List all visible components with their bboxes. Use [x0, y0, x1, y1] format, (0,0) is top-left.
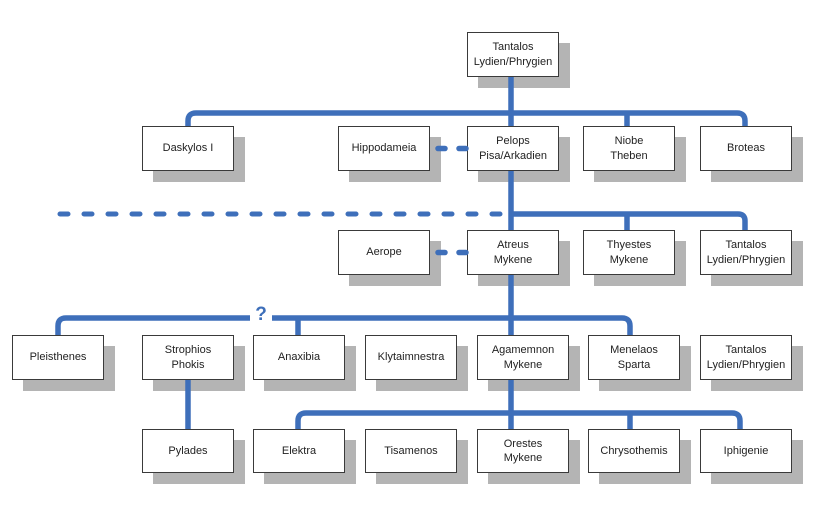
node-label: Tantalos [492, 41, 534, 54]
node-elektra: Elektra [253, 429, 345, 473]
node-label: Tisamenos [384, 444, 438, 457]
node-label: Klytaimnestra [377, 351, 445, 364]
node-label: Lydien/Phrygien [473, 55, 553, 68]
node-label: Mykene [503, 358, 543, 371]
node-pylades: Pylades [142, 429, 234, 473]
node-label: Pisa/Arkadien [479, 149, 547, 162]
connector-row4-sibling-line-right [272, 315, 633, 335]
node-label: Theben [610, 149, 648, 162]
node-label: Hippodameia [351, 142, 417, 155]
node-anaxibia: Anaxibia [253, 335, 345, 380]
node-broteas: Broteas [700, 126, 792, 171]
node-label: Anaxibia [277, 351, 321, 364]
node-label: Atreus [497, 239, 529, 252]
uncertainty-question-mark: ? [255, 304, 267, 325]
node-chrysothemis: Chrysothemis [588, 429, 680, 473]
node-label: Orestes [503, 437, 543, 450]
node-label: Mykene [493, 253, 533, 266]
node-label: Menelaos [610, 344, 658, 357]
connector-row2-sibling-line [185, 110, 748, 126]
node-label: Iphigenie [723, 444, 769, 457]
node-label: Pelops [496, 135, 530, 148]
node-hippodameia: Hippodameia [338, 126, 430, 171]
node-label: Thyestes [606, 239, 652, 252]
node-label: Mykene [609, 253, 649, 266]
node-label: Elektra [281, 444, 317, 457]
node-label: Strophios [164, 344, 212, 357]
node-label: Niobe [614, 135, 644, 148]
node-label: Aerope [366, 246, 402, 259]
connector-row4-sibling-line-left [55, 315, 250, 335]
node-pleisthenes: Pleisthenes [12, 335, 104, 380]
node-klytaimnestra: Klytaimnestra [365, 335, 457, 380]
node-label: Tantalos [725, 344, 767, 357]
node-label: Daskylos I [162, 142, 214, 155]
node-label: Lydien/Phrygien [706, 253, 786, 266]
node-label: Tantalos [725, 239, 767, 252]
node-label: Pleisthenes [29, 351, 87, 364]
node-label: Pylades [168, 444, 208, 457]
node-label: Mykene [503, 452, 543, 464]
connector-row5-sibling-line [295, 410, 743, 429]
node-tisamenos: Tisamenos [365, 429, 457, 473]
node-label: Sparta [617, 358, 651, 371]
node-aerope: Aerope [338, 230, 430, 275]
node-label: Lydien/Phrygien [706, 358, 786, 371]
node-label: Phokis [171, 358, 205, 371]
node-iphigenie: Iphigenie [700, 429, 792, 473]
connector-row3-sibling-line [511, 211, 748, 230]
node-label: Agamemnon [491, 344, 555, 357]
node-label: Chrysothemis [600, 444, 668, 457]
node-label: Broteas [727, 142, 765, 155]
node-daskylos-i: Daskylos I [142, 126, 234, 171]
